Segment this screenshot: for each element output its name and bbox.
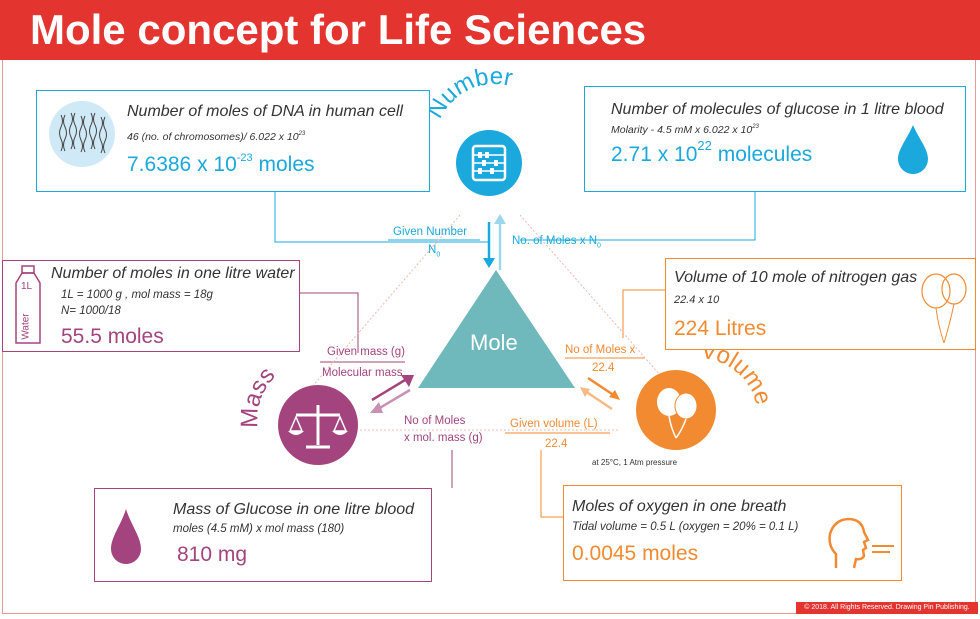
mass-node bbox=[278, 385, 358, 465]
page-title: Mole concept for Life Sciences bbox=[30, 6, 647, 53]
dna-card-title: Number of moles of DNA in human cell bbox=[127, 103, 403, 120]
dna-formula: 46 (no. of chromosomes)/ 6.022 x 1023 bbox=[127, 131, 306, 143]
glucose-molecules-result: 2.71 x 1022 molecules bbox=[611, 138, 813, 166]
dna-result: 7.6386 x 10-23 moles bbox=[127, 152, 315, 176]
mole-label: Mole bbox=[470, 330, 518, 355]
water-card-title: Number of moles in one litre water bbox=[51, 265, 295, 282]
glucose-mass-result: 810 mg bbox=[177, 543, 248, 566]
volume-conditions: at 25°C, 1 Atm pressure bbox=[592, 458, 678, 467]
balloons-outline-icon bbox=[921, 273, 967, 344]
water-card: 1L Water Number of moles in one litre wa… bbox=[2, 260, 300, 352]
v22-4-label: 22.4 bbox=[592, 362, 615, 374]
glucose-connector bbox=[520, 192, 756, 241]
bottle-label-water: Water bbox=[20, 313, 32, 340]
given-mass-label: Given mass (g) bbox=[327, 346, 405, 358]
title-banner bbox=[0, 0, 980, 60]
water-line1: 1L = 1000 g , mol mass = 18g bbox=[61, 289, 213, 301]
glucose-molecules-title: Number of molecules of glucose in 1 litr… bbox=[611, 101, 944, 118]
volume-22-4-label: 22.4 bbox=[545, 438, 568, 450]
molecular-mass-label: Molecular mass bbox=[322, 367, 403, 379]
water-line2: N= 1000/18 bbox=[61, 305, 121, 317]
moles-label: No of Moles bbox=[404, 415, 466, 427]
water-connector bbox=[300, 292, 359, 353]
nitrogen-title: Volume of 10 mole of nitrogen gas bbox=[674, 269, 918, 286]
glucose-molecules-formula: Molarity - 4.5 mM x 6.022 x 1023 bbox=[611, 124, 759, 136]
nitrogen-card: Volume of 10 mole of nitrogen gas 22.4 x… bbox=[665, 258, 976, 350]
number-node-title: Number bbox=[422, 63, 515, 123]
volume-node bbox=[636, 370, 716, 450]
given-volume-label: Given volume (L) bbox=[510, 418, 598, 430]
bottle-icon bbox=[15, 265, 41, 344]
number-node bbox=[456, 130, 522, 196]
glucose-mass-formula: moles (4.5 mM) x mol mass (180) bbox=[173, 523, 345, 535]
nitrogen-connector bbox=[622, 289, 665, 338]
oxygen-result: 0.0045 moles bbox=[572, 542, 699, 565]
drop-icon bbox=[898, 125, 928, 174]
mole-triangle bbox=[418, 270, 575, 388]
times-mol-mass-label: x mol. mass (g) bbox=[404, 432, 483, 444]
oxygen-formula: Tidal volume = 0.5 L (oxygen = 20% = 0.1… bbox=[572, 521, 799, 533]
given-number-label: Given Number bbox=[393, 226, 468, 238]
balloons-icon bbox=[657, 388, 698, 439]
glucose-mass-card: Mass of Glucose in one litre blood moles… bbox=[94, 488, 432, 582]
copyright-notice: © 2018. All Rights Reserved. Drawing Pin… bbox=[796, 602, 978, 614]
glucose-mass-title: Mass of Glucose in one litre blood bbox=[173, 501, 415, 518]
dna-connector bbox=[274, 192, 488, 243]
bottle-label-volume: 1L bbox=[21, 281, 33, 292]
n0-label: N0 bbox=[428, 244, 441, 259]
oxygen-title: Moles of oxygen in one breath bbox=[572, 498, 787, 515]
oxygen-connector bbox=[540, 450, 563, 518]
moles-times-n0-label: No. of Moles x N0 bbox=[512, 235, 601, 250]
mass-node-title: Mass bbox=[236, 362, 280, 428]
drop-icon bbox=[111, 509, 141, 564]
dna-card: Number of moles of DNA in human cell 46 … bbox=[36, 90, 430, 192]
nitrogen-result: 224 Litres bbox=[674, 317, 767, 340]
dna-icon-bg bbox=[49, 101, 115, 167]
breath-icon bbox=[828, 517, 894, 569]
dna-icon bbox=[59, 112, 107, 154]
glucose-molecules-card: Number of molecules of glucose in 1 litr… bbox=[584, 86, 966, 192]
abacus-icon bbox=[471, 144, 507, 182]
moles-times-label: No of Moles x bbox=[565, 344, 636, 356]
water-result: 55.5 moles bbox=[61, 325, 164, 348]
scale-icon bbox=[288, 405, 348, 449]
oxygen-card: Moles of oxygen in one breath Tidal volu… bbox=[563, 485, 902, 581]
nitrogen-formula: 22.4 x 10 bbox=[674, 294, 720, 306]
